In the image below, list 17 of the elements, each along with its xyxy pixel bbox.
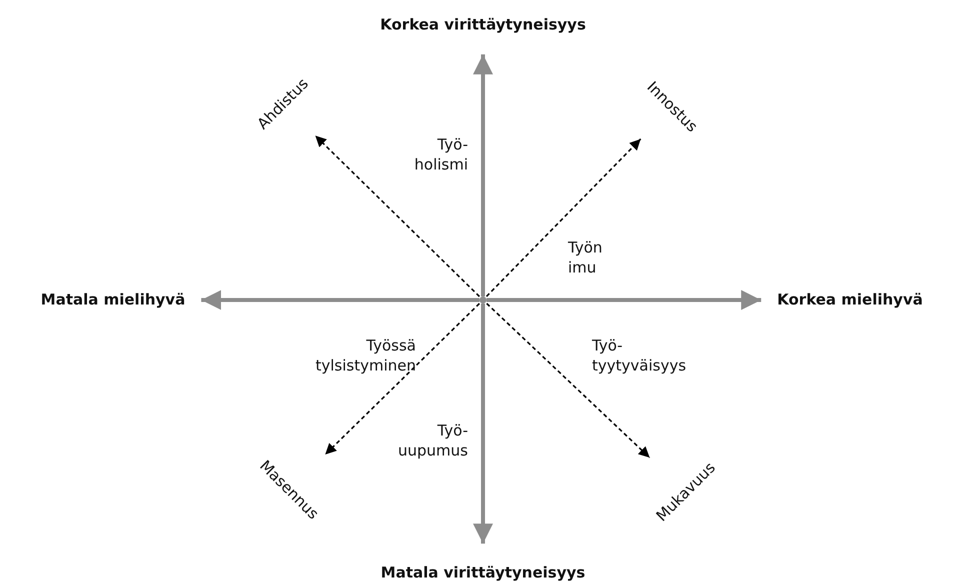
axis-label: Matala mielihyvä	[40, 290, 186, 310]
axis-arrow	[201, 290, 480, 310]
dashed-arrow	[486, 138, 642, 297]
dashed-arrow	[314, 135, 480, 298]
axis-arrow	[473, 54, 493, 296]
quadrant-label: Työssä tylsistyminen	[314, 336, 418, 376]
quadrant-label: Työn imu	[567, 238, 604, 278]
quadrant-label: Työ- uupumus	[397, 422, 469, 460]
dashed-arrow	[486, 302, 650, 458]
dashed-arrow	[324, 302, 480, 456]
axis-arrow	[486, 290, 762, 310]
quadrant-label: Työ- holismi	[413, 136, 470, 174]
axis-label: Matala virittäytyneisyys	[380, 564, 586, 582]
quadrant-label: Työ- tyytyväisyys	[591, 336, 688, 376]
axis-label: Korkea mielihyvä	[777, 290, 923, 310]
axis-arrow	[473, 304, 493, 544]
axis-label: Korkea virittäytyneisyys	[380, 16, 586, 34]
